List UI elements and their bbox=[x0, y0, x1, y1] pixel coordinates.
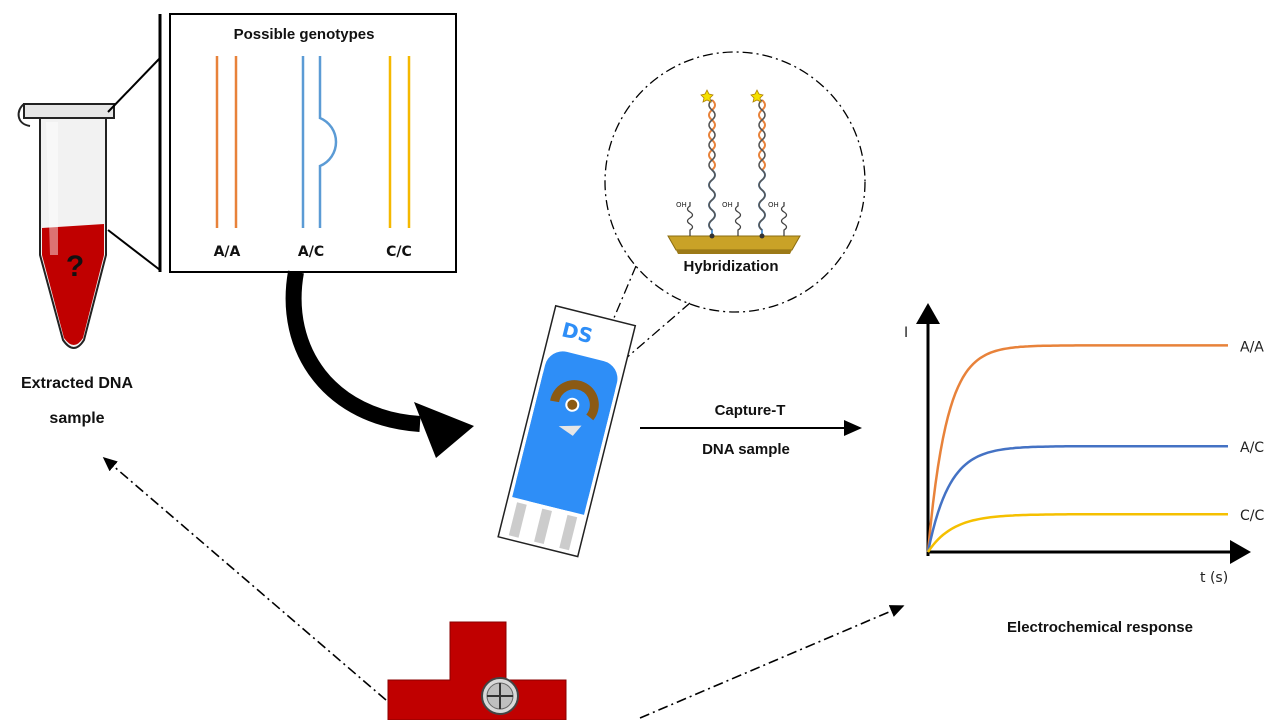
chart-series-layer: A/A A/C C/C bbox=[926, 339, 1264, 553]
test-strip: DS bbox=[497, 304, 637, 558]
hybridization-label: Hybridization bbox=[683, 258, 778, 275]
genotype-label-ac: A/C bbox=[298, 244, 324, 260]
genotype-label-cc: C/C bbox=[386, 244, 412, 260]
series-line-aa bbox=[926, 344, 1228, 553]
strip-contact-1 bbox=[508, 502, 527, 538]
chart-x-label: t (s) bbox=[1200, 570, 1228, 586]
strip-electrode-center bbox=[565, 397, 580, 412]
series-label-aa: A/A bbox=[1240, 339, 1264, 355]
capture-arrow: Capture-T DNA sample bbox=[640, 402, 862, 458]
genotype-box bbox=[169, 13, 457, 273]
oh-label-3: OH bbox=[768, 201, 779, 209]
label-star-2 bbox=[750, 89, 764, 103]
dna-helix-2 bbox=[750, 89, 766, 239]
strip-electrode-ring bbox=[550, 380, 599, 421]
series-label-cc: C/C bbox=[1240, 508, 1264, 524]
tube-caption-line1: Extracted DNA bbox=[21, 375, 133, 392]
bubble-pointer-left bbox=[579, 265, 637, 399]
tube-gloss bbox=[46, 122, 58, 255]
dashdot-arrow-to-tube bbox=[102, 456, 387, 701]
tube-cap bbox=[23, 103, 115, 119]
dashdot-arrow-to-chart bbox=[639, 605, 905, 719]
curved-arrow bbox=[285, 270, 474, 458]
chart-y-label: I bbox=[904, 325, 908, 341]
strip-contact-2 bbox=[534, 508, 552, 545]
tube-question-mark: ? bbox=[66, 250, 84, 283]
series-label-ac: A/C bbox=[1240, 440, 1264, 456]
arrow-label-bottom: DNA sample bbox=[702, 441, 790, 458]
arrow-label-top: Capture-T bbox=[715, 402, 786, 419]
oh-label-2: OH bbox=[722, 201, 733, 209]
response-caption: Electrochemical response bbox=[1007, 619, 1193, 636]
strip-contact-3 bbox=[559, 514, 578, 551]
zoom-line-bottom bbox=[107, 229, 161, 271]
tube-caption-line2: sample bbox=[49, 410, 104, 427]
series-line-ac bbox=[926, 444, 1228, 553]
oh-label-1: OH bbox=[676, 201, 687, 209]
hybridization-bubble: OH OH OH Hybridization bbox=[579, 51, 866, 399]
dna-helix-1 bbox=[700, 89, 716, 239]
genotype-panel: Possible genotypes A/A A/C C/C bbox=[169, 13, 457, 273]
zoom-line-top bbox=[107, 57, 161, 113]
spacer-probes bbox=[686, 202, 788, 236]
gold-surface bbox=[667, 235, 801, 251]
red-cross-device bbox=[387, 621, 567, 720]
strip-reference-electrode bbox=[558, 425, 582, 436]
label-star-1 bbox=[700, 89, 714, 103]
genotype-label-aa: A/A bbox=[214, 244, 241, 260]
dna-tube: ? bbox=[17, 103, 115, 349]
bubble-outline bbox=[604, 51, 866, 313]
tube-blood bbox=[42, 224, 104, 345]
series-line-cc bbox=[926, 512, 1228, 553]
genotype-ac-strand-2 bbox=[318, 56, 338, 228]
electrochemical-chart: I t (s) A/A A/C C/C bbox=[904, 303, 1264, 586]
tube-cap-hinge bbox=[17, 103, 31, 127]
genotype-title: Possible genotypes bbox=[234, 26, 375, 43]
